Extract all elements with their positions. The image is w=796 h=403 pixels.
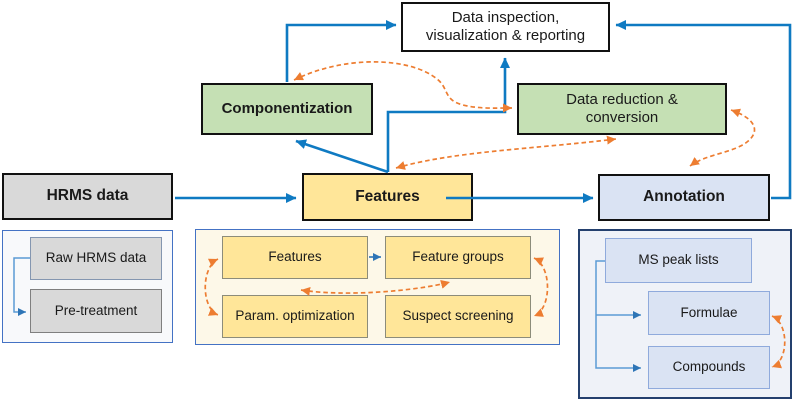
subnode-pre-treatment: Pre-treatment [30, 289, 162, 333]
arrow-componentization-to-data-inspection [285, 20, 397, 82]
node-data-inspection: Data inspection, visualization & reporti… [401, 2, 610, 52]
subnode-feature-groups: Feature groups [385, 236, 531, 279]
dashed-features-data-reduction [395, 135, 617, 170]
subnode-features: Features [222, 236, 368, 279]
node-componentization: Componentization [201, 83, 373, 135]
node-componentization-label: Componentization [221, 99, 353, 117]
subnode-formulae: Formulae [648, 291, 770, 335]
node-data-reduction-line1: Data reduction & [566, 90, 678, 108]
node-annotation: Annotation [598, 174, 770, 221]
subnode-pre-treatment-label: Pre-treatment [54, 302, 138, 318]
subnode-compounds-label: Compounds [672, 359, 746, 375]
subnode-param-optimization: Param. optimization [222, 295, 368, 338]
subnode-feature-groups-label: Feature groups [412, 249, 504, 265]
subnode-suspect-screening-label: Suspect screening [402, 308, 514, 324]
node-features-label: Features [355, 187, 420, 205]
node-hrms-data-label: HRMS data [46, 187, 129, 205]
subnode-compounds: Compounds [648, 346, 770, 389]
node-features: Features [302, 173, 473, 221]
node-data-reduction: Data reduction & conversion [517, 83, 727, 135]
node-hrms-data: HRMS data [2, 173, 173, 220]
node-data-inspection-line2: visualization & reporting [425, 27, 586, 44]
node-annotation-label: Annotation [643, 188, 725, 206]
subnode-suspect-screening: Suspect screening [385, 295, 531, 338]
subnode-formulae-label: Formulae [680, 304, 738, 320]
subnode-features-label: Features [268, 249, 322, 265]
arrow-features-to-componentization [295, 139, 389, 174]
node-data-reduction-line2: conversion [585, 109, 659, 126]
subnode-ms-peak-lists-label: MS peak lists [638, 252, 719, 268]
subnode-raw-hrms-data-label: Raw HRMS data [45, 250, 147, 266]
subnode-raw-hrms-data: Raw HRMS data [30, 237, 162, 280]
subnode-ms-peak-lists: MS peak lists [605, 238, 752, 283]
node-data-inspection-line1: Data inspection, [451, 8, 560, 26]
arrow-features-to-data-inspection [386, 57, 510, 172]
subnode-param-optimization-label: Param. optimization [235, 308, 355, 324]
